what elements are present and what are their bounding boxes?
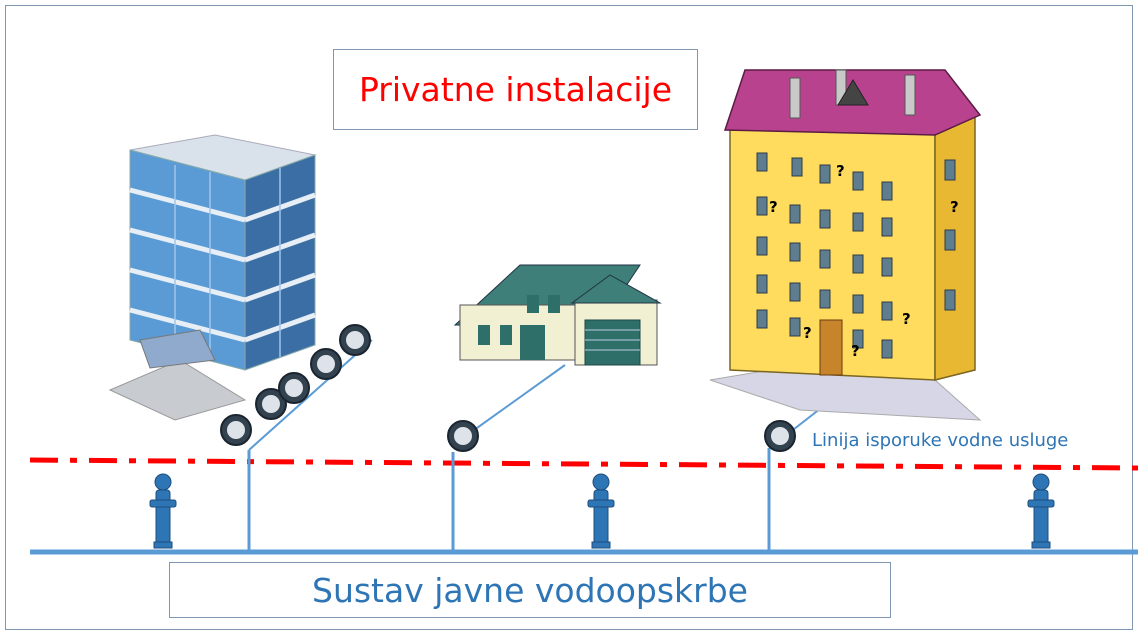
- house-icon: [453, 264, 662, 366]
- water-meter-icon: [220, 324, 371, 446]
- private-installations-title: Privatne instalacije: [333, 49, 698, 130]
- water-meter-icon: [447, 420, 479, 452]
- question-mark: ?: [769, 198, 778, 216]
- question-mark: ?: [950, 198, 959, 216]
- fire-hydrant-icon: [587, 473, 615, 549]
- unknown-meter-markers: ? ? ? ? ? ?: [769, 162, 959, 360]
- apartment-windows: [756, 152, 956, 359]
- apartment-building-icon: [709, 69, 982, 421]
- water-meter-icon: [764, 420, 796, 452]
- question-mark: ?: [836, 162, 845, 180]
- fire-hydrant-icon: [1027, 473, 1055, 549]
- office-building-icon: [108, 134, 317, 421]
- diagram-frame: [5, 5, 1133, 630]
- delivery-line: [29, 457, 1139, 471]
- delivery-line-label: Linija isporuke vodne usluge: [812, 430, 1069, 451]
- house-feed-line: [462, 364, 566, 439]
- question-mark: ?: [902, 310, 911, 328]
- question-mark: ?: [851, 342, 860, 360]
- public-water-system-label: Sustav javne vodoopskrbe: [169, 562, 891, 618]
- question-mark: ?: [803, 324, 812, 342]
- fire-hydrant-icon: [149, 473, 177, 549]
- office-feed-line: [248, 339, 373, 451]
